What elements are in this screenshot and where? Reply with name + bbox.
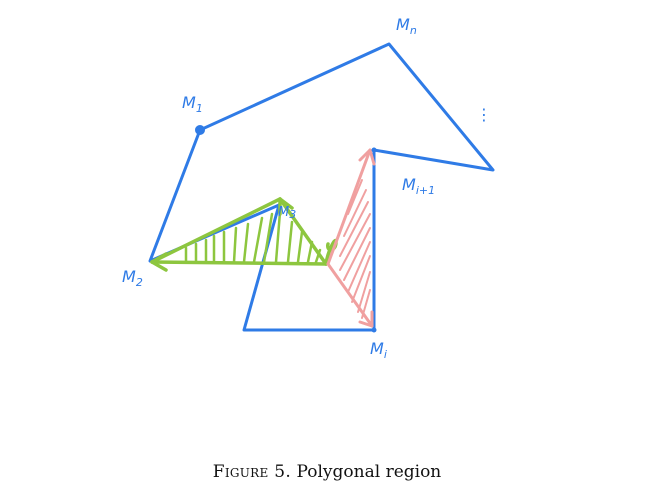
- polygon-outline: [148, 42, 495, 332]
- label-mi: Mi: [370, 339, 387, 361]
- vertex-m1-dot: [195, 125, 205, 135]
- green-arrow-head-top: [278, 197, 294, 216]
- red-edges: [326, 148, 376, 328]
- label-m3: M3: [278, 205, 296, 221]
- red-arrow-head-top: [358, 148, 376, 166]
- figure-caption: Figure 5. Polygonal region: [0, 462, 654, 482]
- green-edges: [150, 197, 338, 272]
- label-mi1: Mi+1: [402, 175, 435, 197]
- caption-figure-label: Figure 5.: [212, 462, 292, 482]
- label-mn: Mn: [396, 15, 417, 37]
- red-arrow-head-bottom: [358, 310, 374, 328]
- red-triangle: [326, 148, 376, 328]
- red-hatch: [339, 179, 371, 319]
- green-triangle: [150, 197, 338, 272]
- vertex-mi1-dot: [371, 147, 377, 153]
- caption-title: Polygonal region: [296, 462, 442, 482]
- green-arrow-head-left: [150, 252, 168, 272]
- label-m1: M1: [182, 93, 203, 115]
- label-m2: M2: [122, 267, 143, 289]
- label-dots: ⋮: [476, 105, 492, 124]
- vertex-mi-dot: [371, 327, 377, 333]
